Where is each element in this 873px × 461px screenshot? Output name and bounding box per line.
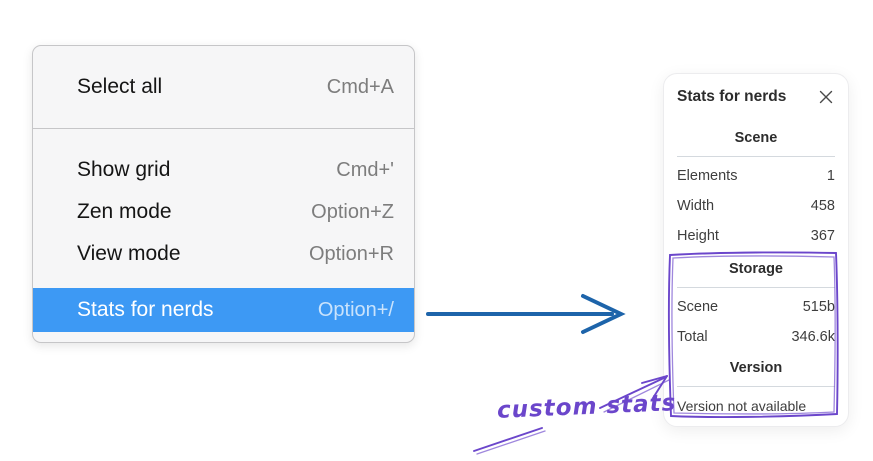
close-icon bbox=[819, 90, 833, 104]
annotation-arrow-tail bbox=[473, 427, 546, 455]
section-header-scene: Scene bbox=[734, 130, 778, 146]
stat-value: 367 bbox=[810, 228, 835, 244]
menu-item-shortcut: Option+/ bbox=[317, 298, 394, 321]
stat-row-elements: Elements 1 bbox=[677, 161, 835, 191]
menu-item-label: Show grid bbox=[77, 158, 171, 181]
stat-row-width: Width 458 bbox=[677, 191, 835, 221]
section-rule bbox=[677, 386, 835, 387]
stat-label: Scene bbox=[677, 299, 719, 315]
section-header-storage: Storage bbox=[729, 261, 783, 277]
menu-item-zen-mode[interactable]: Zen mode Option+Z bbox=[33, 191, 414, 233]
menu-item-view-mode[interactable]: View mode Option+R bbox=[33, 233, 414, 275]
menu-item-label: Select all bbox=[77, 75, 163, 98]
menu-item-shortcut: Cmd+' bbox=[336, 158, 394, 181]
stat-row-height: Height 367 bbox=[677, 221, 835, 251]
annotation-label: custom stats bbox=[496, 390, 677, 424]
menu-item-shortcut: Option+Z bbox=[311, 200, 394, 223]
stats-panel: Stats for nerds Scene Elements 1 Width 4… bbox=[663, 73, 849, 427]
stats-panel-title: Stats for nerds bbox=[677, 88, 787, 105]
menu-item-shortcut: Cmd+A bbox=[326, 75, 394, 98]
section-rule bbox=[677, 287, 835, 288]
menu-item-label: View mode bbox=[77, 242, 181, 265]
stat-value: 1 bbox=[826, 168, 835, 184]
stat-label: Width bbox=[677, 198, 715, 214]
section-rule bbox=[677, 156, 835, 157]
annotation-arrow bbox=[599, 375, 670, 413]
menu-item-show-grid[interactable]: Show grid Cmd+' bbox=[33, 149, 414, 191]
stat-value: 515b bbox=[802, 299, 835, 315]
menu-item-select-all[interactable]: Select all Cmd+A bbox=[33, 66, 414, 108]
stat-label: Total bbox=[677, 329, 708, 345]
close-button[interactable] bbox=[817, 88, 835, 106]
version-note: Version not available bbox=[677, 398, 807, 414]
menu-item-label: Stats for nerds bbox=[77, 298, 214, 321]
menu-item-shortcut: Option+R bbox=[308, 242, 394, 265]
stat-row-storage-total: Total 346.6k bbox=[677, 322, 835, 352]
menu-item-stats-for-nerds[interactable]: Stats for nerds Option+/ bbox=[33, 288, 414, 332]
flow-arrow bbox=[426, 294, 626, 334]
stat-label: Height bbox=[677, 228, 719, 244]
menu-item-label: Zen mode bbox=[77, 200, 172, 223]
stat-label: Elements bbox=[677, 168, 738, 184]
stat-row-storage-scene: Scene 515b bbox=[677, 292, 835, 322]
menu-divider bbox=[33, 128, 414, 129]
view-context-menu: Select all Cmd+A Show grid Cmd+' Zen mod… bbox=[32, 45, 415, 343]
stat-value: 458 bbox=[810, 198, 835, 214]
section-header-version: Version bbox=[729, 360, 783, 376]
stat-value: 346.6k bbox=[791, 329, 835, 345]
